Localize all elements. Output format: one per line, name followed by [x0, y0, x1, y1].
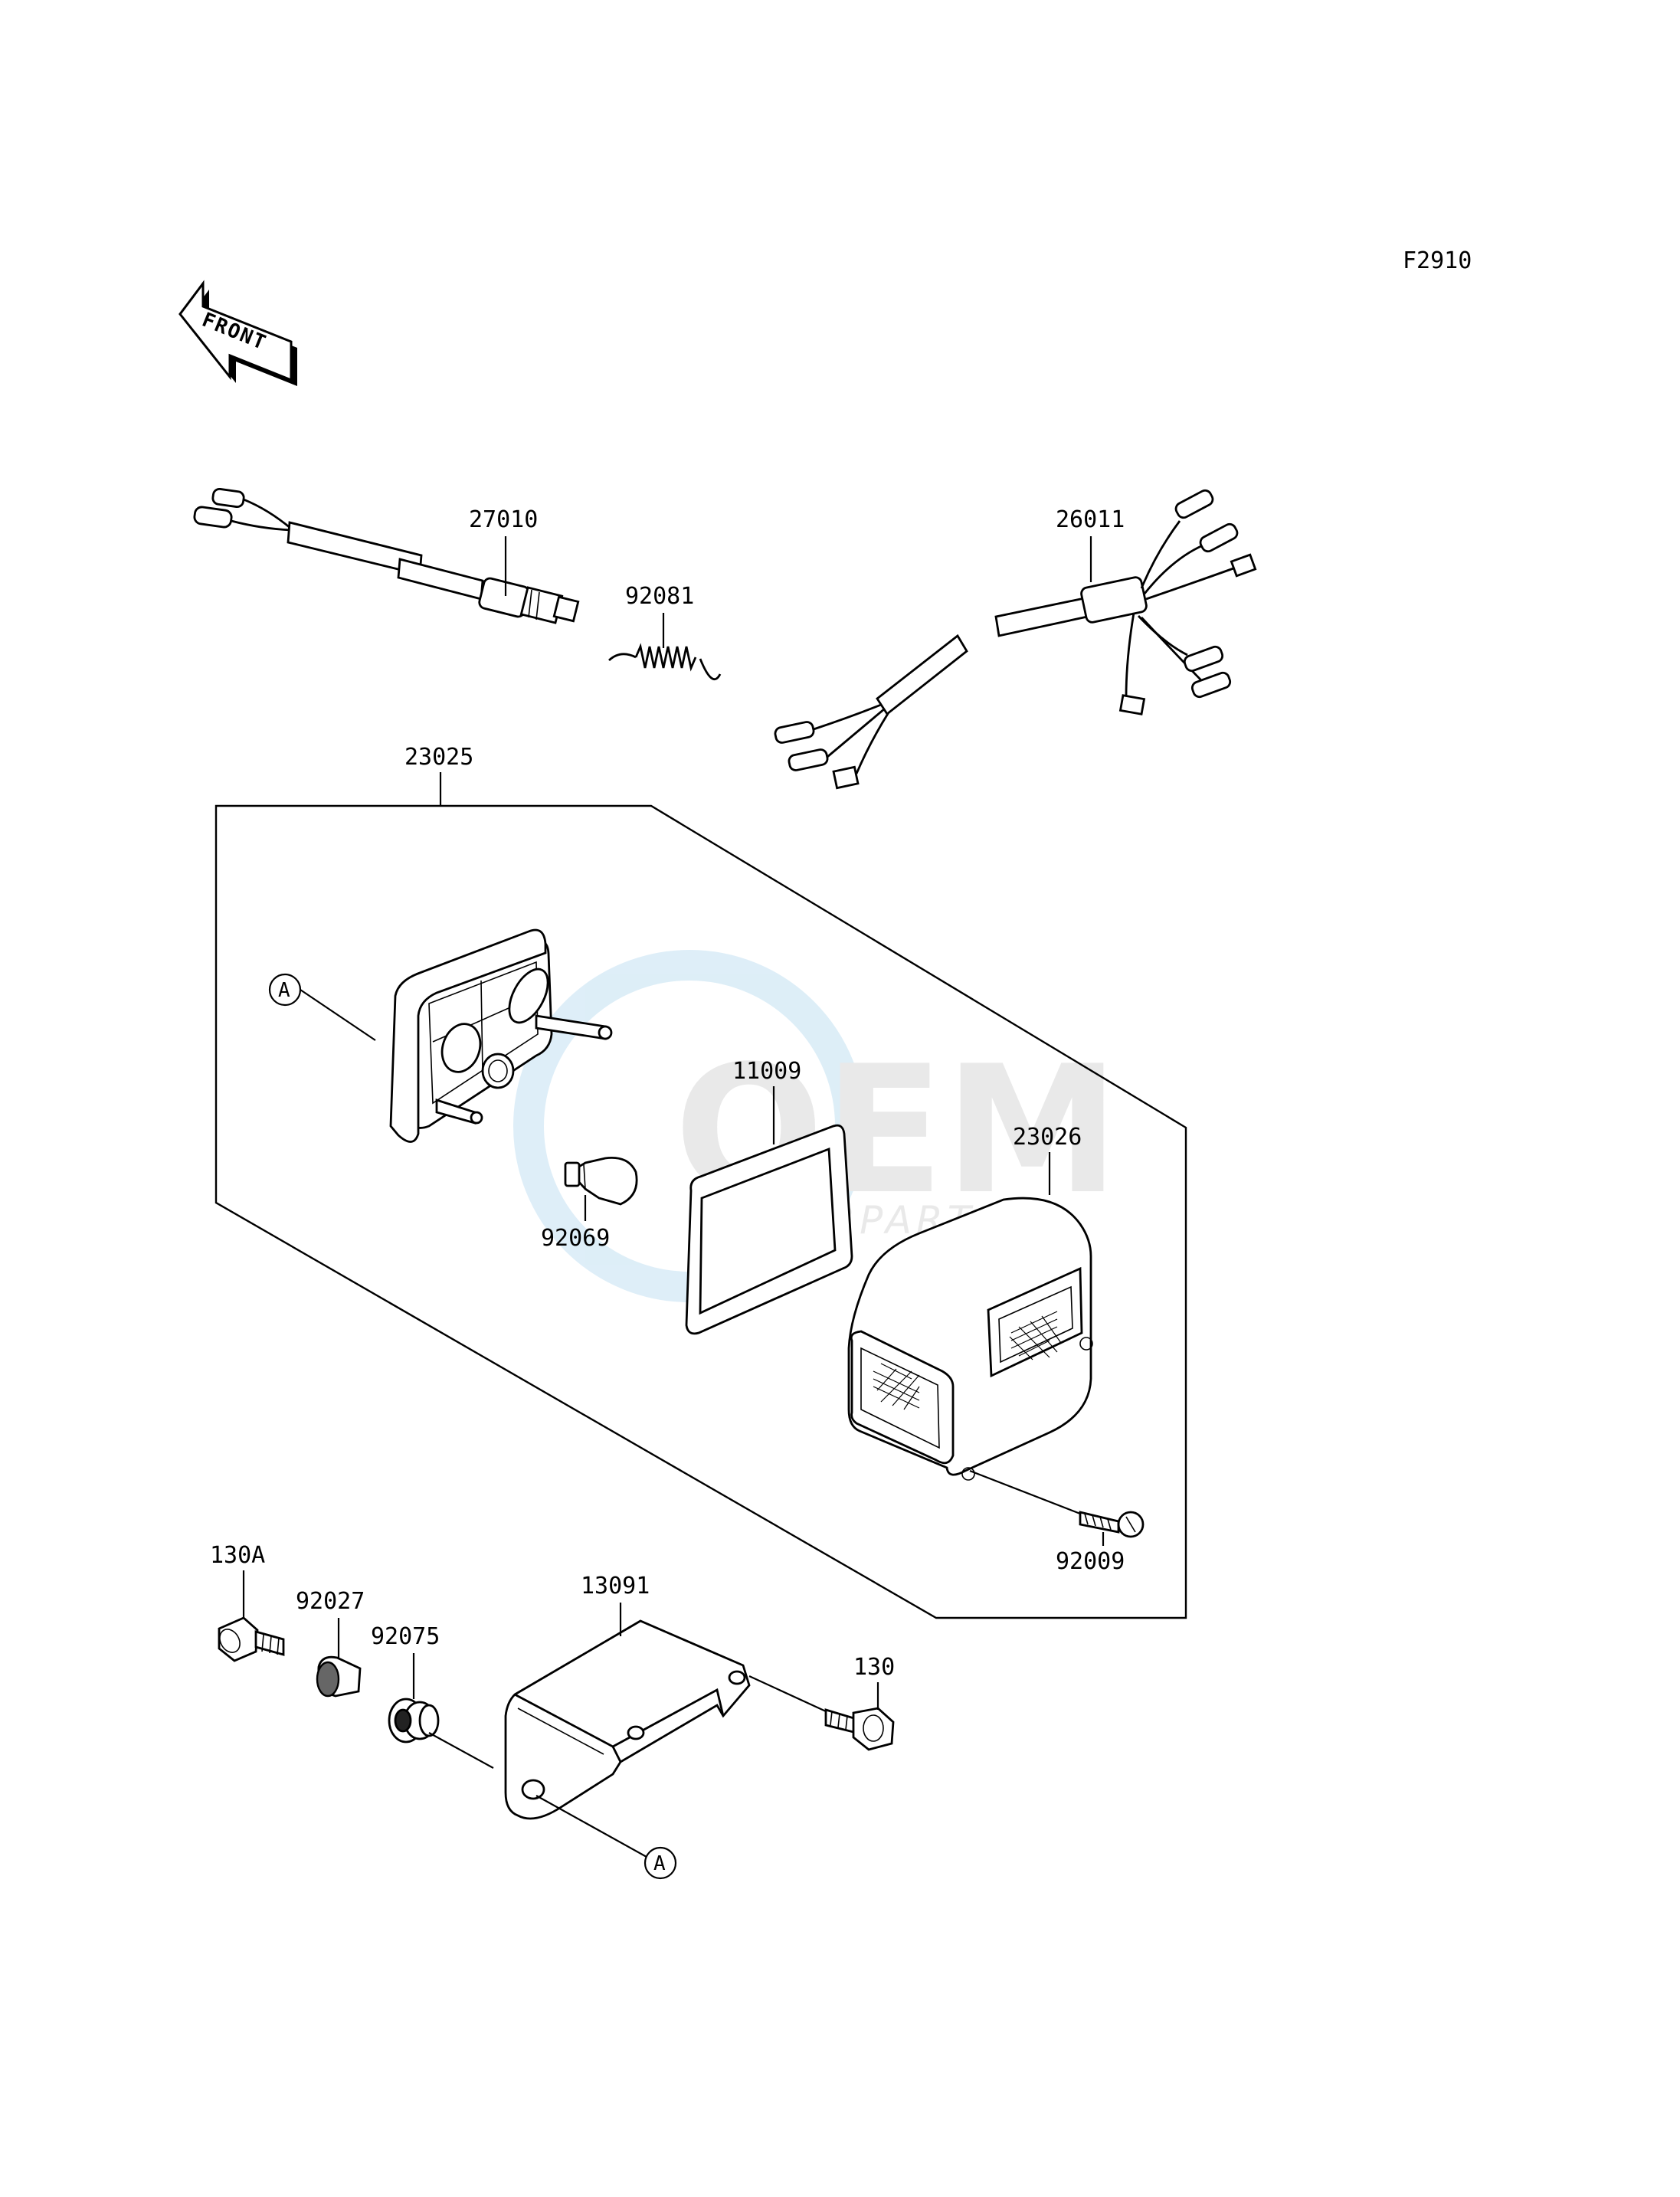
- label-13091: 13091: [581, 1573, 650, 1599]
- part-27010-switch: [193, 487, 580, 624]
- label-130a: 130A: [210, 1542, 265, 1569]
- label-130: 130: [853, 1654, 895, 1681]
- part-lamp-base: [389, 928, 613, 1143]
- part-130-bolt: [824, 1707, 895, 1751]
- part-92027-collar: [316, 1655, 362, 1698]
- part-92069-bulb: [564, 1157, 638, 1206]
- label-26011: 26011: [1056, 506, 1125, 533]
- assembly-23025-outline: [215, 804, 1187, 1619]
- part-26011-harness: [774, 489, 1257, 790]
- part-11009-gasket: [685, 1124, 853, 1335]
- label-23025: 23025: [404, 744, 473, 771]
- label-92075: 92075: [371, 1623, 440, 1650]
- label-11009: 11009: [732, 1058, 801, 1085]
- label-92069: 92069: [541, 1225, 610, 1252]
- label-23026: 23026: [1013, 1124, 1082, 1151]
- part-13091-bracket: [504, 1619, 751, 1820]
- ref-marker-a-lower: A: [644, 1846, 677, 1880]
- part-92075-grommet: [388, 1698, 440, 1744]
- label-92081: 92081: [625, 583, 694, 610]
- label-27010: 27010: [469, 506, 538, 533]
- part-92081-spring: [608, 643, 722, 680]
- part-92009-screw: [1079, 1511, 1145, 1538]
- label-92027: 92027: [296, 1588, 365, 1615]
- part-23026-lens: [847, 1197, 1093, 1481]
- figure-code: F2910: [1403, 247, 1472, 274]
- svg-text:A: A: [278, 979, 290, 1002]
- ref-marker-a-upper: A: [268, 973, 302, 1007]
- part-130a-bolt: [218, 1616, 285, 1662]
- label-92009: 92009: [1056, 1548, 1125, 1575]
- svg-text:A: A: [653, 1852, 666, 1875]
- front-arrow-icon: FRONT: [178, 280, 297, 386]
